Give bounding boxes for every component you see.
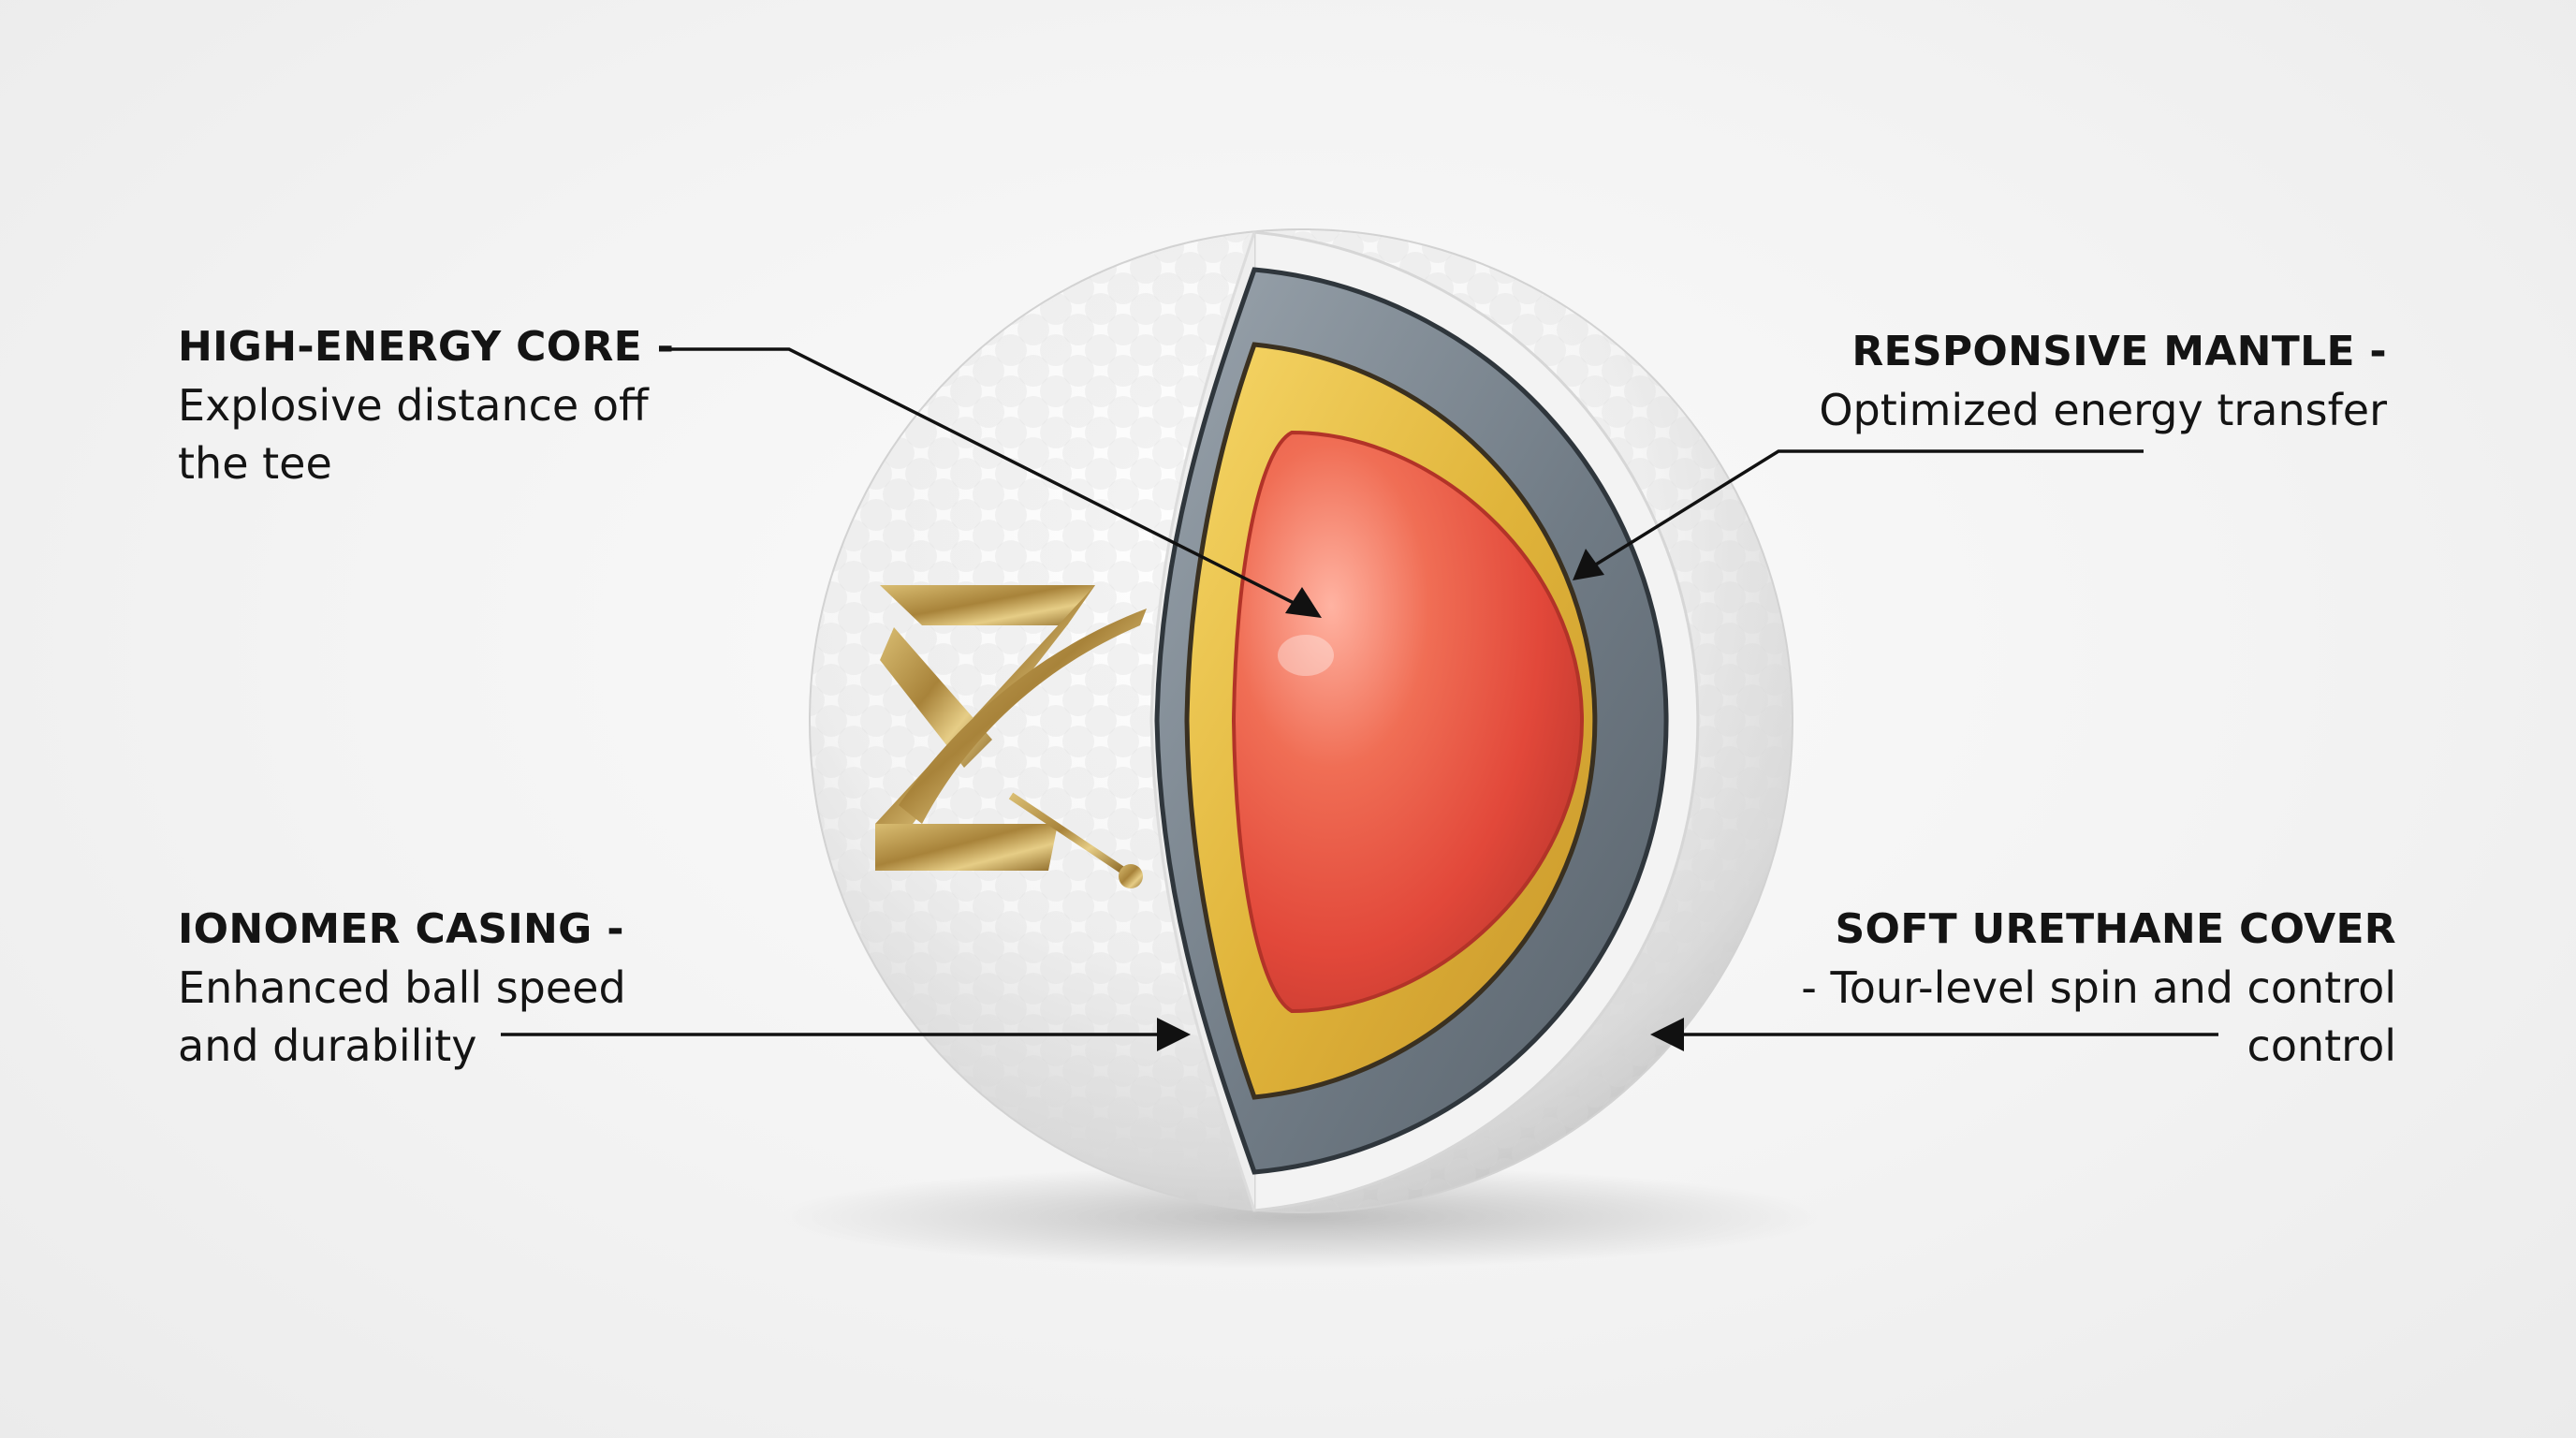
leader-arrowheads (1157, 549, 1684, 1051)
mantle-arrowhead (1573, 549, 1604, 580)
core-callout-title: HIGH-ENERGY CORE - (178, 323, 675, 371)
core-callout-description: Explosive distance off the tee (178, 380, 649, 489)
cover-arrowhead (1650, 1018, 1684, 1051)
leader-lines (501, 347, 2218, 1036)
core-callout: HIGH-ENERGY CORE - Explosive distance of… (178, 318, 702, 492)
core-layer (1231, 430, 1585, 1014)
mantle-callout-description: Optimized energy transfer (1819, 385, 2387, 435)
casing-callout-description: Enhanced ball speed and durability (178, 962, 626, 1071)
core-arrowhead (1285, 587, 1322, 618)
gold-z-logo-icon (875, 585, 1147, 888)
mantle-leader-line (1590, 449, 2144, 569)
mantle-callout: RESPONSIVE MANTLE - Optimized energy tra… (1732, 323, 2387, 439)
ball-shadow (777, 1166, 1825, 1269)
cover-callout-description: - Tour-level spin and control control (1801, 962, 2396, 1071)
casing-callout-title: IONOMER CASING - (178, 905, 624, 953)
cover-callout-title: SOFT URETHANE COVER (1835, 905, 2396, 953)
casing-callout: IONOMER CASING - Enhanced ball speed and… (178, 901, 702, 1075)
cover-callout: SOFT URETHANE COVER - Tour-level spin an… (1704, 901, 2396, 1075)
mantle-callout-title: RESPONSIVE MANTLE - (1852, 328, 2387, 375)
casing-arrowhead (1157, 1018, 1191, 1051)
core-leader-line (669, 347, 1302, 609)
